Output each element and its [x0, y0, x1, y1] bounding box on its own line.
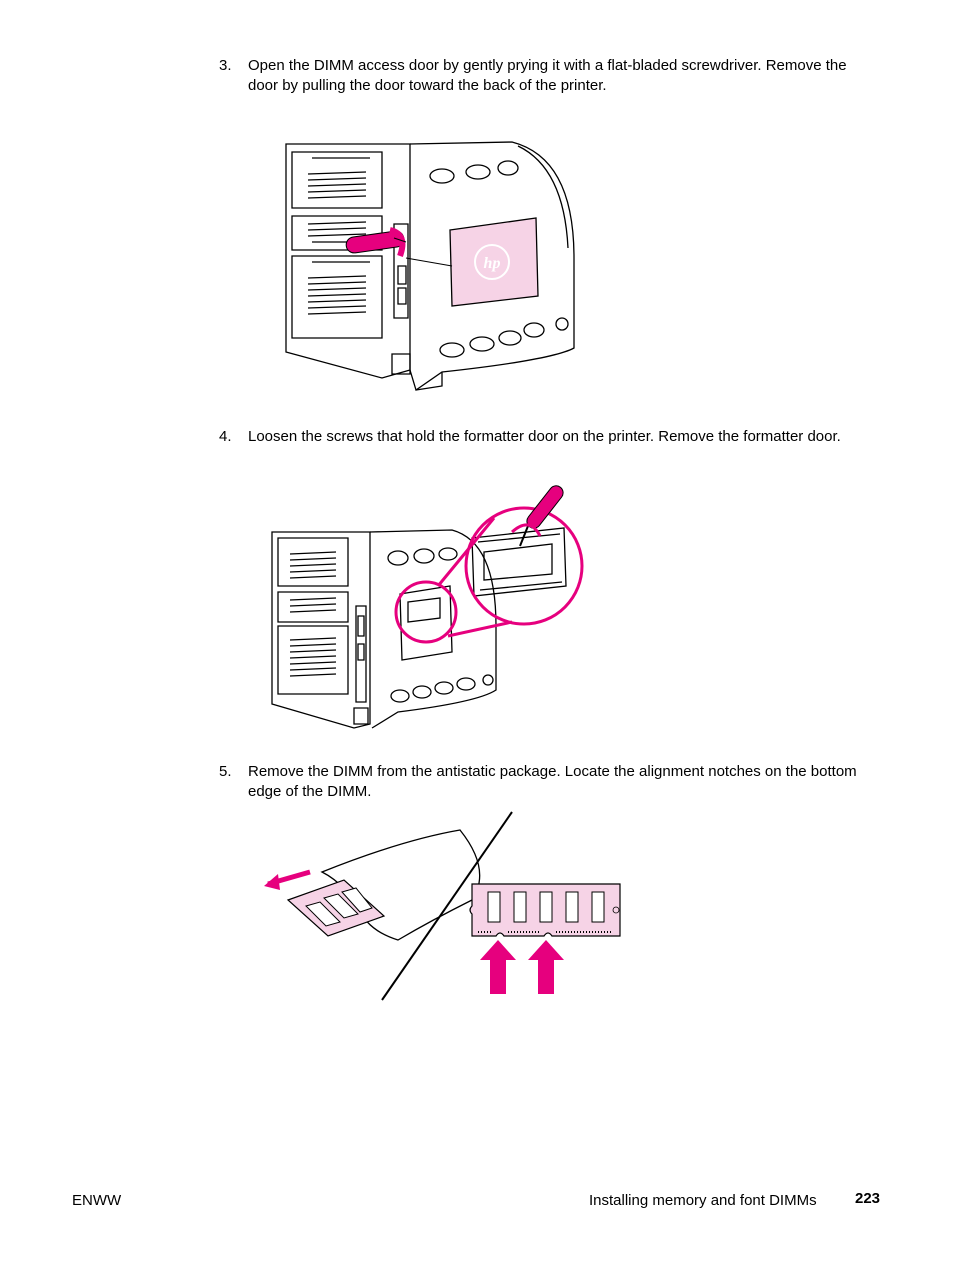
dimm-chip: [565, 891, 579, 923]
printer-side-body: [409, 141, 575, 392]
figure-dimm-alignment: [264, 811, 621, 1001]
page-number: 223: [855, 1190, 881, 1207]
zoom-source-circle: [394, 580, 458, 644]
printer-back-panel: [271, 531, 371, 729]
step-5: 5. Remove the DIMM from the antistatic p…: [219, 762, 869, 804]
step-number: 4.: [219, 428, 232, 445]
screwdriver-icon: [511, 485, 564, 547]
screwdriver-icon: [345, 227, 407, 258]
hp-logo: [474, 244, 510, 280]
step-number: 3.: [219, 57, 232, 74]
step-4: 4. Loosen the screws that hold the forma…: [219, 427, 869, 469]
pointer-line: [405, 257, 453, 267]
step-text: Remove the DIMM from the antistatic pack…: [248, 763, 857, 800]
dimm-access-door: [449, 217, 539, 307]
figure-formatter-door-removal: [271, 485, 584, 729]
footer-left: ENWW: [72, 1192, 122, 1209]
dimm-chip: [487, 891, 501, 923]
footer-section-title: Installing memory and font DIMMs: [589, 1192, 817, 1209]
hp-logo-text: hp: [484, 255, 501, 272]
arrow-up-icon: [528, 940, 564, 994]
arrow-up-icon: [480, 940, 516, 994]
step-text: Open the DIMM access door by gently pryi…: [248, 57, 847, 94]
figure-dimm-door-removal: hp: [285, 141, 575, 392]
dimm-chip: [513, 891, 527, 923]
zoom-detail-circle: [464, 506, 584, 626]
dimm-chip: [591, 891, 605, 923]
divider-line: [381, 811, 513, 1001]
step-text: Loosen the screws that hold the formatte…: [248, 428, 841, 445]
step-number: 5.: [219, 763, 232, 780]
step-3: 3. Open the DIMM access door by gently p…: [219, 56, 869, 98]
dimm-chip: [539, 891, 553, 923]
